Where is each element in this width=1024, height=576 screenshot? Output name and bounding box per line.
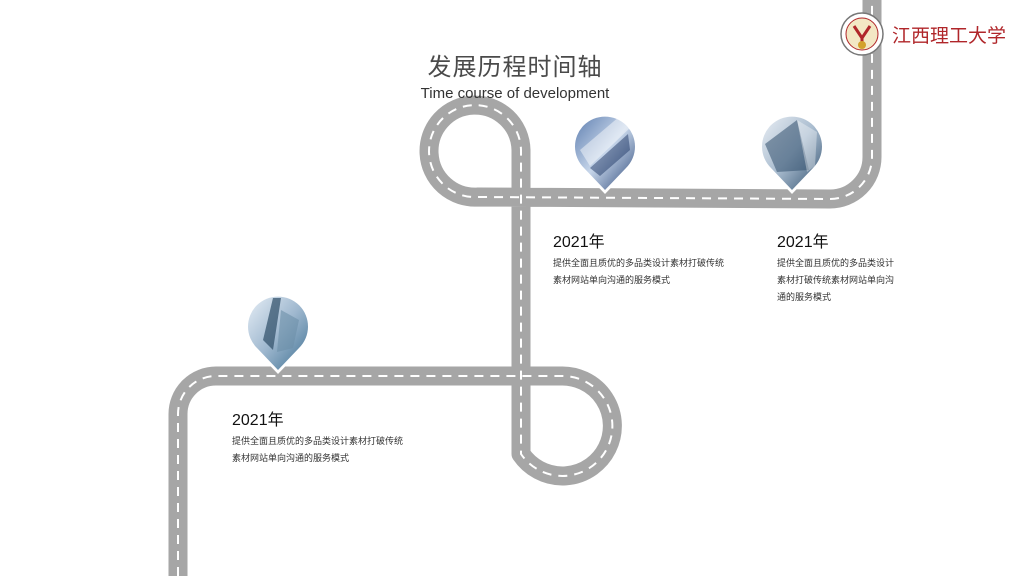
title-chinese: 发展历程时间轴 <box>427 53 603 81</box>
milestone-1-desc-line: 提供全面且质优的多品类设计素材打破传统 <box>232 437 404 447</box>
milestone-3-desc-line: 提供全面且质优的多品类设计 <box>777 259 895 269</box>
milestone-2-description: 提供全面且质优的多品类设计素材打破传统 素材网站单向沟通的服务模式 <box>553 256 724 290</box>
milestone-1-desc-line: 素材网站单向沟通的服务模式 <box>232 454 350 464</box>
milestone-pin-2 <box>572 113 638 194</box>
milestone-3-year: 2021年 <box>777 234 829 251</box>
milestone-pin-1 <box>245 293 311 374</box>
milestone-3-description: 提供全面且质优的多品类设计 素材打破传统素材网站单向沟 通的服务模式 <box>777 256 894 307</box>
title-english: Time course of development <box>420 85 610 102</box>
milestone-3-desc-line: 素材打破传统素材网站单向沟 <box>777 276 895 286</box>
milestone-2-year: 2021年 <box>553 234 605 251</box>
milestone-2-desc-line: 素材网站单向沟通的服务模式 <box>553 276 671 286</box>
university-name: 江西理工大学 <box>892 24 1007 47</box>
milestone-2-desc-line: 提供全面且质优的多品类设计素材打破传统 <box>553 259 725 269</box>
milestone-pin-3 <box>759 113 825 194</box>
university-logo: 江西理工大学 <box>840 12 1006 56</box>
university-seal-icon <box>840 12 884 56</box>
milestone-1-year: 2021年 <box>232 412 284 429</box>
milestone-1-description: 提供全面且质优的多品类设计素材打破传统 素材网站单向沟通的服务模式 <box>232 434 403 468</box>
page-title: 发展历程时间轴 Time course of development <box>410 50 620 104</box>
milestone-3-desc-line: 通的服务模式 <box>777 293 832 303</box>
